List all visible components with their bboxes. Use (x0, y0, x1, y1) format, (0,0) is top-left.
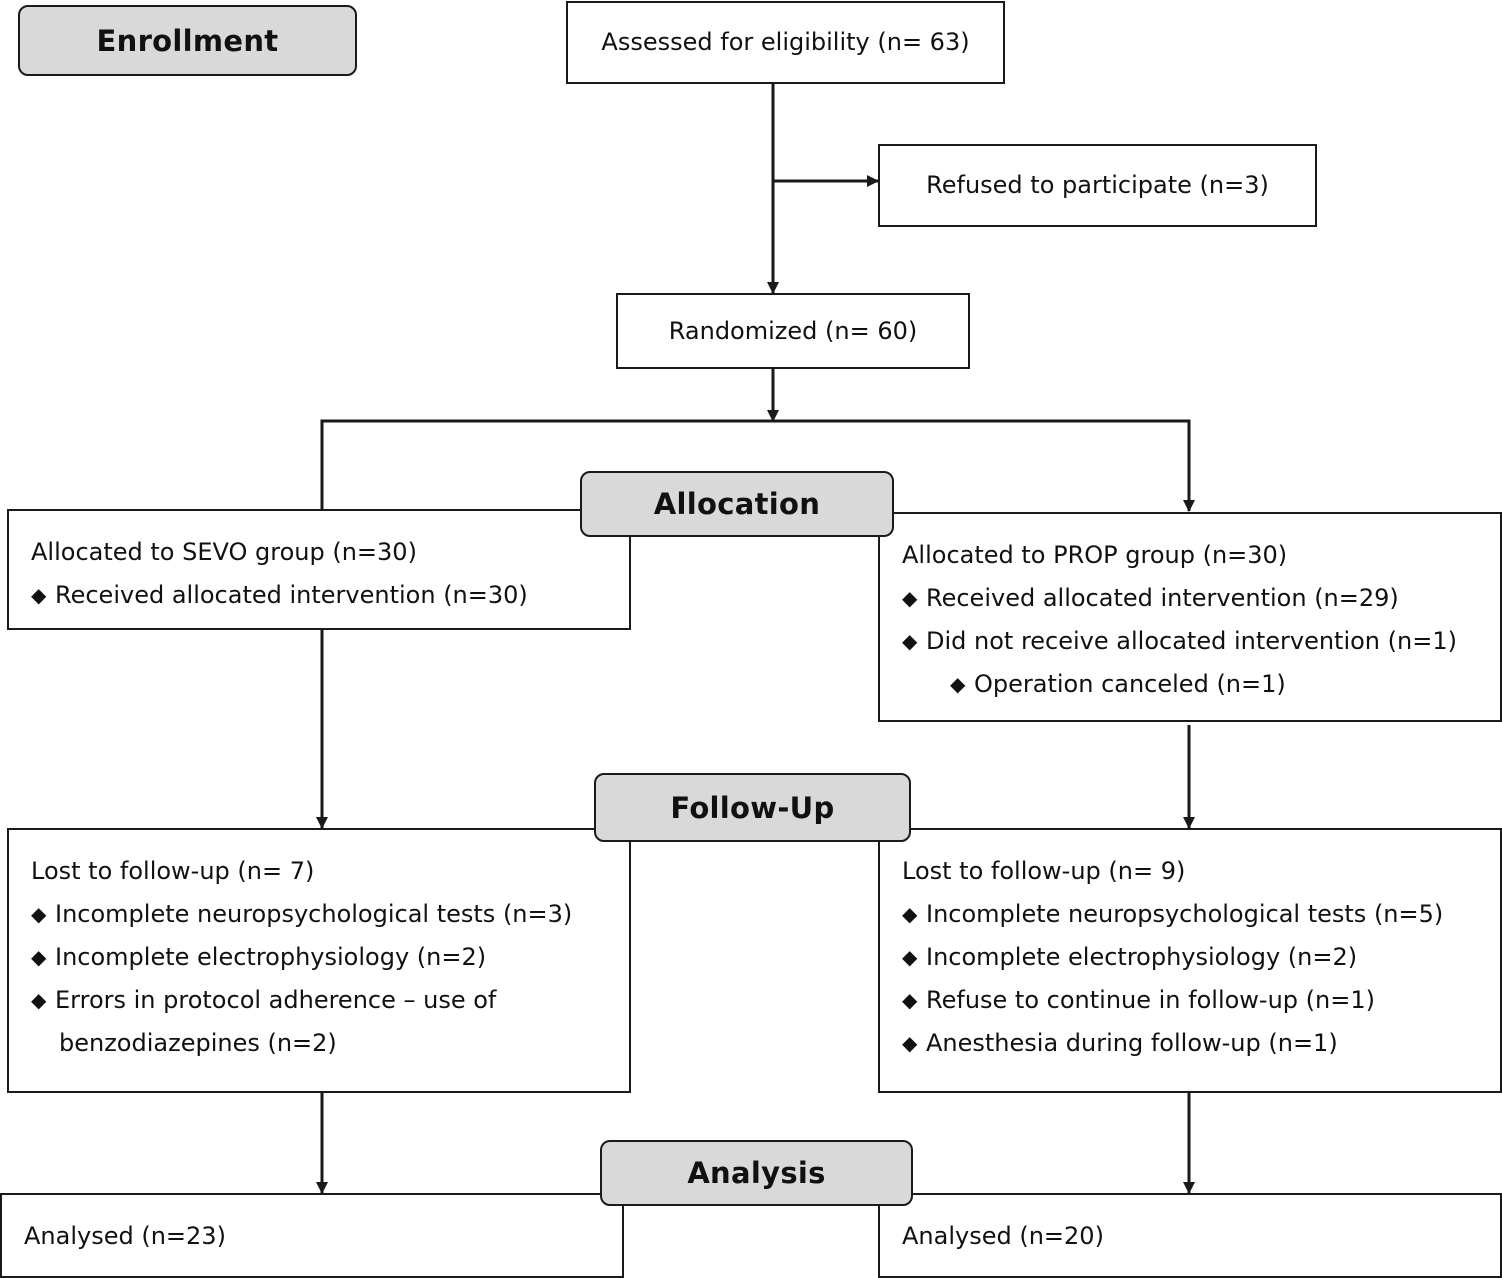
sevo-analysis-text: Analysed (n=23) (24, 1222, 226, 1250)
stage-label-follow-up: Follow-Up (594, 773, 911, 842)
list-item: ◆Received allocated intervention (n=30) (31, 574, 619, 617)
prop-allocation-box: Allocated to PROP group (n=30) ◆Received… (878, 512, 1502, 722)
diamond-bullet-icon: ◆ (902, 629, 918, 653)
diamond-bullet-icon: ◆ (902, 988, 918, 1012)
sevo-followup-box: Lost to follow-up (n= 7) ◆Incomplete neu… (7, 828, 631, 1093)
assessed-text: Assessed for eligibility (n= 63) (601, 28, 970, 56)
refused-text: Refused to participate (n=3) (926, 171, 1269, 199)
diamond-bullet-icon: ◆ (902, 902, 918, 926)
list-item: ◆Anesthesia during follow-up (n=1) (902, 1022, 1490, 1065)
sevo-analysis-box: Analysed (n=23) (0, 1193, 624, 1278)
assessed-box: Assessed for eligibility (n= 63) (566, 1, 1005, 84)
stage-label-enrollment: Enrollment (18, 5, 357, 76)
prop-analysis-box: Analysed (n=20) (878, 1193, 1502, 1278)
refused-box: Refused to participate (n=3) (878, 144, 1317, 227)
diamond-bullet-icon: ◆ (902, 945, 918, 969)
sevo-allocation-title: Allocated to SEVO group (n=30) (31, 538, 417, 566)
sevo-followup-title: Lost to follow-up (n= 7) (31, 857, 315, 885)
list-item: ◆Received allocated intervention (n=29) (902, 577, 1490, 620)
stage-label-analysis: Analysis (600, 1140, 913, 1206)
sevo-allocation-box: Allocated to SEVO group (n=30) ◆Received… (7, 509, 631, 630)
prop-followup-box: Lost to follow-up (n= 9) ◆Incomplete neu… (878, 828, 1502, 1093)
list-item: ◆Errors in protocol adherence – use of (31, 979, 619, 1022)
randomized-box: Randomized (n= 60) (616, 293, 970, 369)
randomized-text: Randomized (n= 60) (668, 316, 918, 345)
diamond-bullet-icon: ◆ (31, 945, 47, 969)
list-item-continuation: benzodiazepines (n=2) (59, 1029, 337, 1057)
diamond-bullet-icon: ◆ (31, 583, 47, 607)
list-subitem: ◆Operation canceled (n=1) (902, 663, 1490, 706)
list-item: ◆Did not receive allocated intervention … (902, 620, 1490, 663)
list-item: ◆Incomplete neuropsychological tests (n=… (31, 893, 619, 936)
prop-analysis-text: Analysed (n=20) (902, 1222, 1104, 1250)
prop-followup-title: Lost to follow-up (n= 9) (902, 857, 1186, 885)
stage-label-allocation: Allocation (580, 471, 894, 537)
list-item: ◆Incomplete electrophysiology (n=2) (902, 936, 1490, 979)
diamond-bullet-icon: ◆ (902, 586, 918, 610)
diamond-bullet-icon: ◆ (31, 902, 47, 926)
diamond-bullet-icon: ◆ (950, 672, 966, 696)
diamond-bullet-icon: ◆ (31, 988, 47, 1012)
list-item: ◆Incomplete neuropsychological tests (n=… (902, 893, 1490, 936)
diamond-bullet-icon: ◆ (902, 1031, 918, 1055)
list-item: ◆Incomplete electrophysiology (n=2) (31, 936, 619, 979)
split-line (320, 419, 1195, 512)
list-item: ◆Refuse to continue in follow-up (n=1) (902, 979, 1490, 1022)
prop-allocation-title: Allocated to PROP group (n=30) (902, 541, 1288, 569)
